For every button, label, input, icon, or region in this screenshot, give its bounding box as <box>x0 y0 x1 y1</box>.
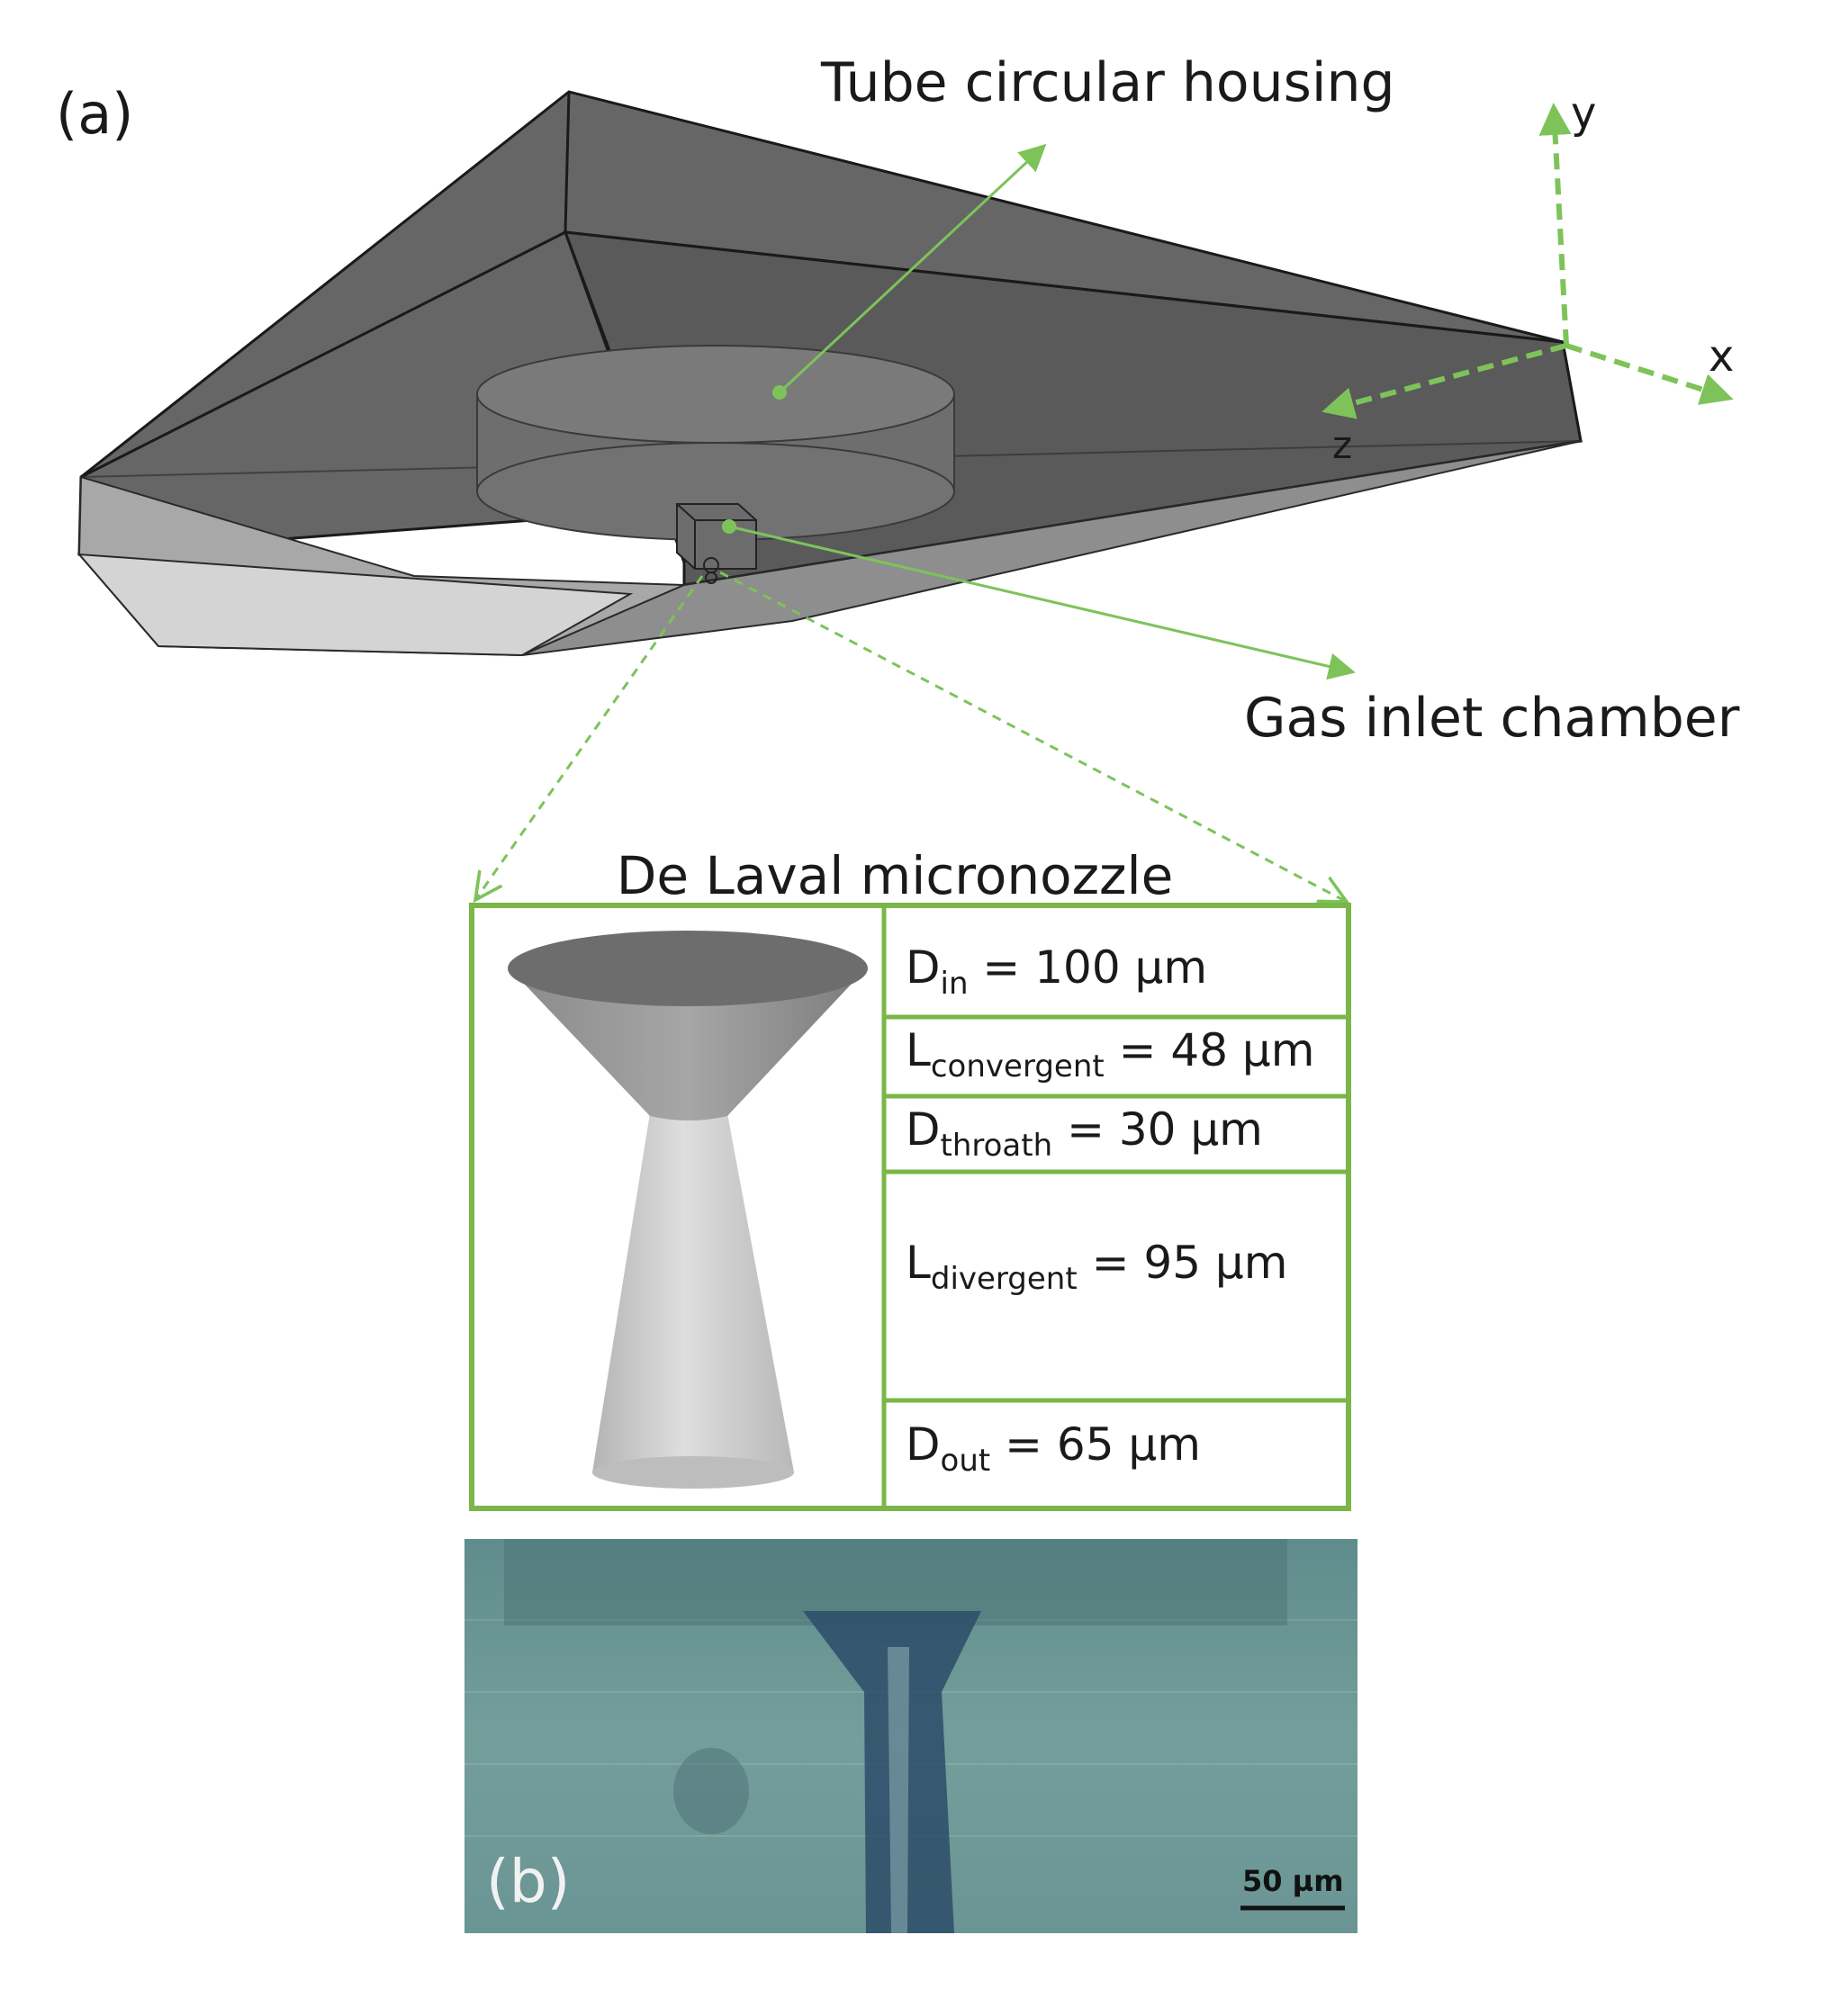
param-value: = 100 µm <box>982 941 1208 994</box>
gas-inlet-chamber-label: Gas inlet chamber <box>1244 687 1740 750</box>
nozzle-title: De Laval micronozzle <box>616 845 1174 906</box>
param-symbol: L <box>906 1237 931 1289</box>
callout-leaders <box>722 143 1356 680</box>
nozzle-drawing <box>508 931 868 1489</box>
param-symbol: L <box>906 1024 931 1076</box>
scale-bar-label: 50 µm <box>1242 1864 1344 1898</box>
param-subscript: out <box>940 1442 991 1479</box>
param-subscript: in <box>940 965 969 1002</box>
param-subscript: convergent <box>930 1048 1105 1084</box>
param-subscript: throath <box>940 1127 1053 1164</box>
param-subscript: divergent <box>930 1260 1078 1297</box>
param-d-in: Din = 100 µm <box>906 945 1207 999</box>
param-symbol: D <box>906 1103 941 1156</box>
param-symbol: D <box>906 1418 941 1471</box>
param-value: = 30 µm <box>1067 1103 1263 1156</box>
panel-a-label: (a) <box>56 81 134 147</box>
zoom-lines <box>475 571 1347 902</box>
param-value: = 48 µm <box>1118 1024 1315 1076</box>
axis-z-label: z <box>1332 423 1353 467</box>
micrograph <box>465 1539 1357 1933</box>
tube-housing-label: Tube circular housing <box>821 51 1395 114</box>
param-l-divergent: Ldivergent = 95 µm <box>906 1240 1287 1294</box>
axis-x-label: x <box>1709 331 1735 382</box>
param-value: = 65 µm <box>1005 1418 1201 1471</box>
coordinate-axes <box>1321 103 1734 419</box>
panel-b-label: (b) <box>486 1847 571 1916</box>
param-symbol: D <box>906 941 941 994</box>
axis-y-label: y <box>1571 88 1597 139</box>
param-l-convergent: Lconvergent = 48 µm <box>906 1028 1314 1082</box>
param-d-out: Dout = 65 µm <box>906 1422 1201 1476</box>
param-value: = 95 µm <box>1091 1237 1288 1289</box>
param-d-throath: Dthroath = 30 µm <box>906 1107 1263 1161</box>
housing-3d <box>77 90 1583 657</box>
